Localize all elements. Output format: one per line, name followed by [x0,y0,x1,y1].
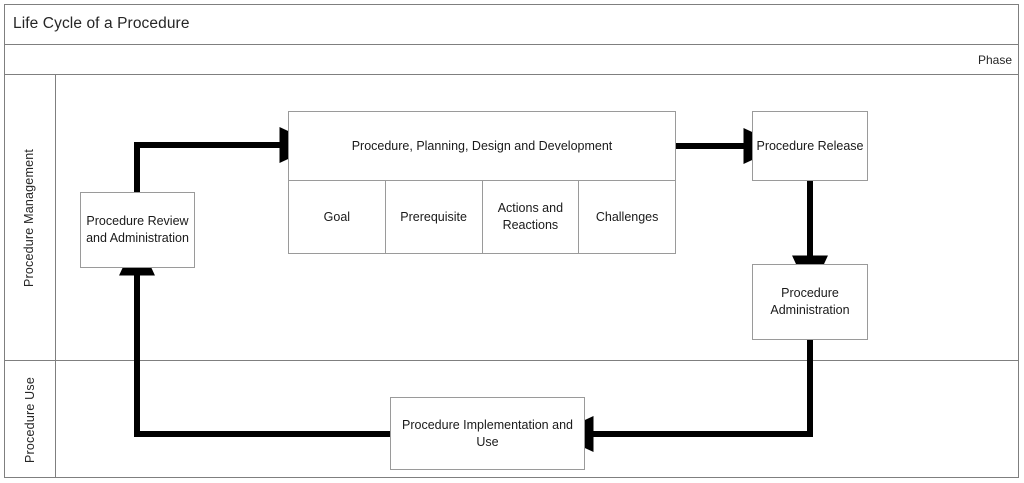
lane-procedure-use: Procedure Use [4,361,1019,478]
subcell-prerequisite[interactable]: Prerequisite [386,181,483,253]
node-main-subcells: Goal Prerequisite Actions and Reactions … [289,181,675,253]
lane-label-procedure-use: Procedure Use [4,361,56,478]
node-procedure-release[interactable]: Procedure Release [752,111,868,181]
subcell-challenges[interactable]: Challenges [595,209,659,224]
node-main-header: Procedure, Planning, Design and Developm… [289,112,675,181]
page-title: Life Cycle of a Procedure [13,15,190,32]
lane-label-procedure-management: Procedure Management [4,75,56,360]
lane-label-text: Procedure Management [22,148,37,287]
node-procedure-implementation-and-use[interactable]: Procedure Implementation and Use [390,397,585,470]
subcell-actions-and-reactions[interactable]: Actions and Reactions [483,181,580,253]
lane-procedure-management: Procedure Management [4,75,1019,361]
lane-label-text: Procedure Use [22,376,37,463]
node-procedure-administration[interactable]: Procedure Administration [752,264,868,340]
phase-header-row: Phase [4,45,1019,75]
phase-label: Phase [977,52,1012,67]
diagram-title-row: Life Cycle of a Procedure [4,4,1019,45]
subcell-goal[interactable]: Goal [289,181,386,253]
node-procedure-review-and-administration[interactable]: Procedure Review and Administration [80,192,195,268]
node-procedure-planning-design-development[interactable]: Procedure, Planning, Design and Developm… [288,111,676,254]
